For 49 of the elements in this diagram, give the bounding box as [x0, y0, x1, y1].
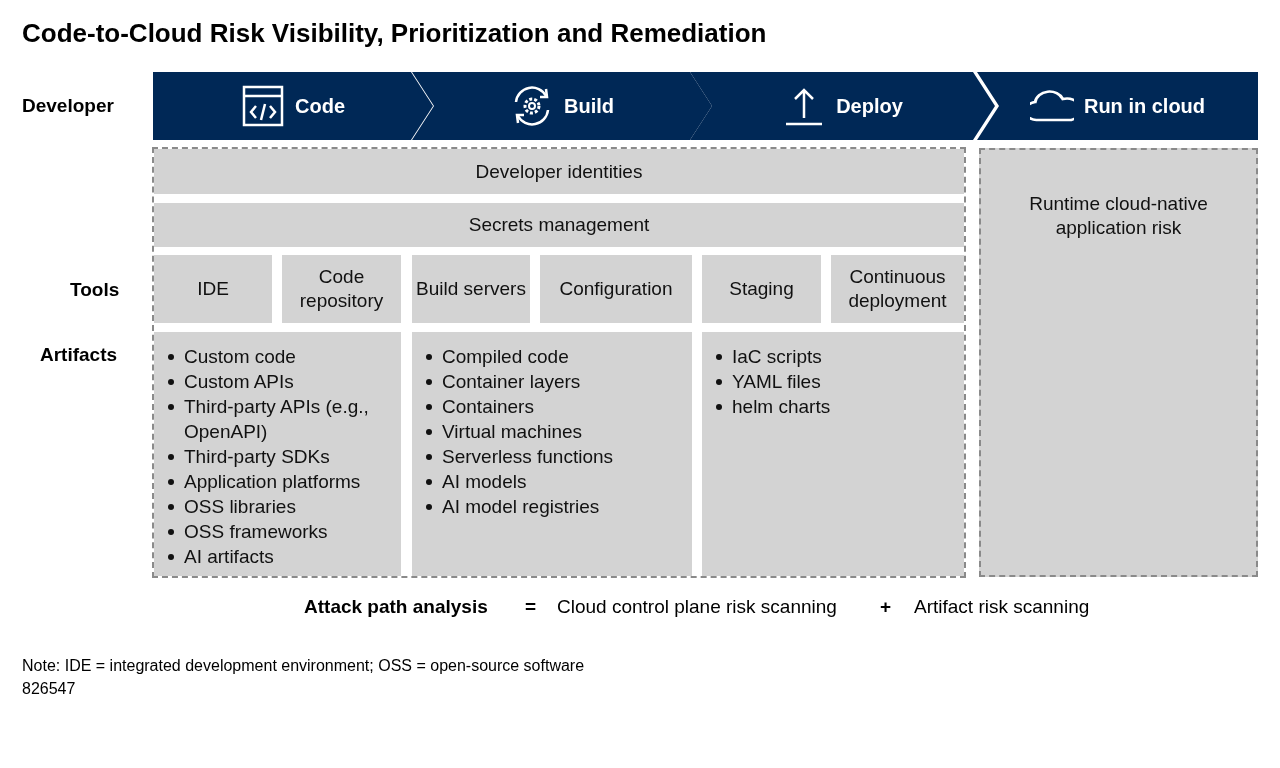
list-item: Third-party SDKs — [184, 445, 330, 469]
runtime-panel: Runtime cloud-native application risk — [979, 148, 1258, 577]
list-item: Third-party APIs (e.g., OpenAPI) — [184, 395, 370, 444]
document-number: 826547 — [22, 680, 76, 698]
list-item: AI artifacts — [184, 545, 274, 569]
stage-banner — [690, 72, 995, 140]
row-label: Artifacts — [40, 344, 118, 366]
stage-label: Build — [564, 94, 614, 118]
stage-banner — [153, 72, 433, 140]
list-item: Container layers — [442, 370, 581, 394]
stage-banner — [412, 72, 712, 140]
tool-box: Build servers — [412, 255, 530, 323]
operator-sign: + — [880, 596, 892, 618]
tool-box: Configuration — [540, 255, 692, 323]
note-text: Note: IDE = integrated development environment; OSS = open-source software — [22, 657, 585, 675]
formula-term: Cloud control plane risk scanning — [557, 596, 837, 618]
title: Code-to-Cloud Risk Visibility, Prioritization and Remediation — [22, 18, 767, 49]
row-label: Tools — [70, 279, 120, 301]
tool-box: Staging — [702, 255, 821, 323]
list-item: Application platforms — [184, 470, 361, 494]
tool-box: Secrets management — [154, 203, 964, 247]
list-item: helm charts — [732, 395, 831, 419]
formula-term: Attack path analysis — [304, 596, 488, 618]
tool-box: Code repository — [282, 255, 401, 323]
artifact-panel — [702, 332, 964, 576]
list-item: IaC scripts — [732, 345, 822, 369]
stage-label: Run in cloud — [1083, 94, 1206, 118]
list-item: Serverless functions — [442, 445, 614, 469]
stage-banner — [977, 72, 1258, 140]
tool-box: Developer identities — [154, 149, 964, 194]
list-item: AI models — [442, 470, 527, 494]
list-item: AI model registries — [442, 495, 600, 519]
list-item: Custom code — [184, 345, 296, 369]
list-item: Custom APIs — [184, 370, 294, 394]
row-label: Developer — [22, 95, 114, 117]
list-item: OSS libraries — [184, 495, 296, 519]
tool-box: Continuous deployment — [831, 255, 964, 323]
list-item: OSS frameworks — [184, 520, 328, 544]
formula-term: Artifact risk scanning — [914, 596, 1090, 618]
list-item: YAML files — [732, 370, 821, 394]
list-item: Containers — [442, 395, 534, 419]
tool-box: IDE — [154, 255, 272, 323]
artifact-panel — [154, 332, 401, 576]
list-item: Virtual machines — [442, 420, 583, 444]
list-item: Compiled code — [442, 345, 569, 369]
stage-label: Deploy — [836, 94, 903, 118]
stage-label: Code — [295, 94, 345, 118]
operator-sign: = — [525, 596, 537, 618]
artifact-panel — [412, 332, 692, 576]
